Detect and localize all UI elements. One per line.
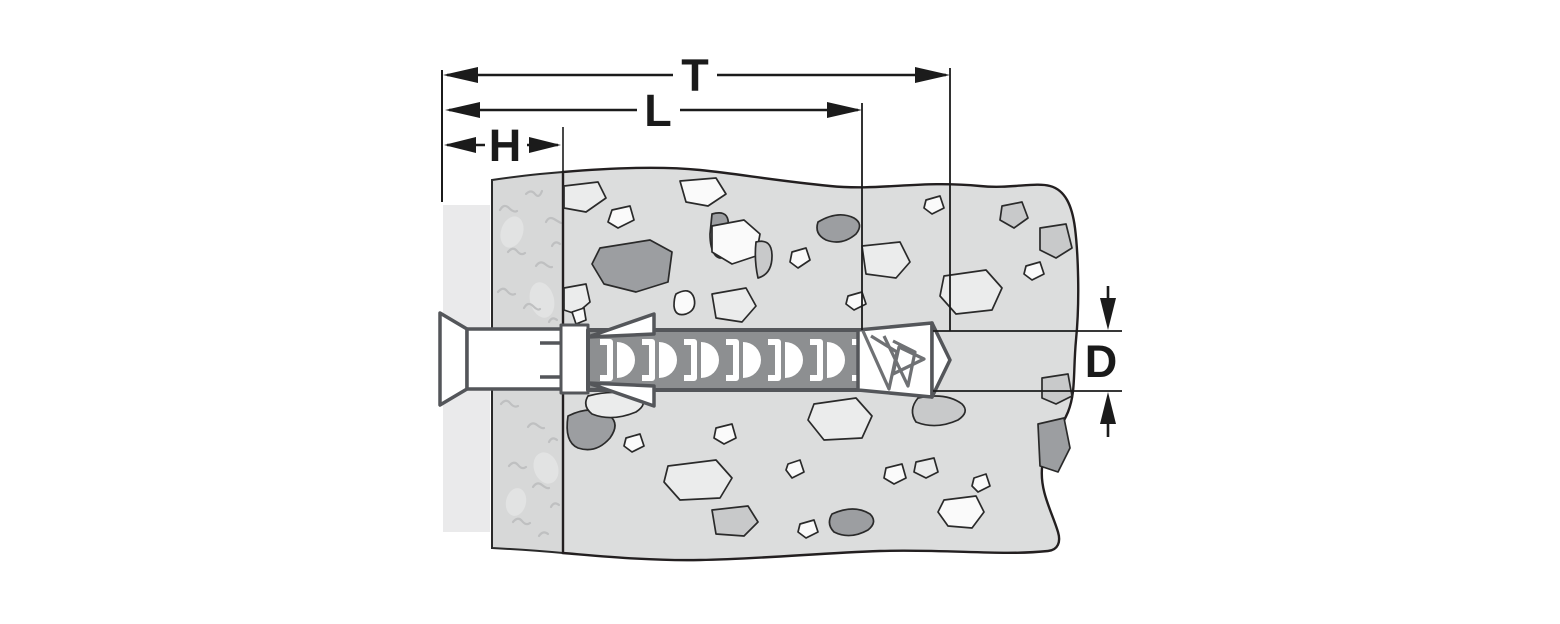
stone (911, 395, 967, 427)
arrowhead (443, 67, 478, 83)
stone (828, 508, 875, 537)
stone (923, 195, 945, 215)
screw-point (861, 330, 926, 391)
dimension-T: T (443, 50, 950, 101)
anchor (438, 311, 952, 408)
stone (816, 213, 861, 243)
stone (571, 307, 587, 325)
stone (845, 291, 867, 311)
anchor-collar (559, 323, 590, 395)
stone (591, 239, 673, 293)
stone (937, 495, 985, 529)
stone (673, 289, 696, 316)
anchor-head (438, 311, 469, 407)
stone (663, 459, 733, 501)
arrowhead (529, 137, 561, 153)
stone (711, 287, 757, 323)
stone (883, 463, 907, 485)
stone (1023, 261, 1045, 281)
dimensions: T L H D (441, 50, 1122, 437)
stone (999, 201, 1029, 229)
anchor-tip-cone (930, 321, 952, 399)
stone (1041, 373, 1073, 405)
anchor-fin-top (586, 312, 656, 339)
dimension-label-T: T (681, 50, 709, 101)
arrowhead (827, 102, 862, 118)
stone (939, 269, 1003, 315)
stone (1037, 417, 1071, 473)
stone (679, 177, 727, 207)
anchor-fin-bottom (586, 381, 656, 408)
arrowhead (915, 67, 950, 83)
dimension-D: D (933, 286, 1122, 437)
stone (807, 397, 873, 441)
stone (785, 459, 805, 479)
dimension-label-D: D (1085, 336, 1118, 387)
stone (913, 457, 939, 479)
anchor-neck (465, 327, 565, 391)
arrowhead (1100, 298, 1116, 330)
stone (797, 519, 819, 539)
dimension-label-H: H (489, 120, 522, 171)
dimension-H: H (444, 120, 561, 171)
arrowhead (1100, 392, 1116, 424)
stone (563, 181, 607, 213)
stone (754, 240, 773, 279)
stone (711, 505, 759, 537)
stone (607, 205, 635, 229)
stone (789, 247, 811, 269)
aggregate-stones (563, 177, 1073, 539)
arrowhead (445, 102, 480, 118)
stone (1039, 223, 1073, 259)
stone (971, 473, 991, 493)
stone (623, 433, 645, 453)
dimension-L: L (445, 85, 862, 136)
stone (713, 423, 737, 445)
stone (861, 241, 911, 279)
dimension-label-L: L (644, 85, 672, 136)
arrowhead (444, 137, 476, 153)
